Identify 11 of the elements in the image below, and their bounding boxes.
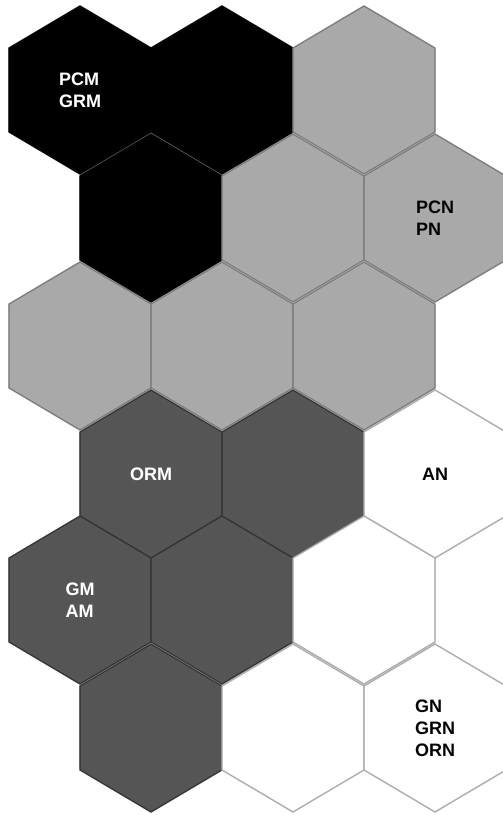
cluster-label: GN [415, 695, 442, 717]
cluster-label: ORM [130, 463, 172, 485]
cluster-label: GRM [59, 90, 101, 112]
cluster-label: GM [66, 578, 94, 600]
cluster-label: ORN [415, 739, 455, 761]
cluster-label: AN [422, 463, 448, 485]
cluster-label: PCM [59, 68, 99, 90]
cluster-label: PCN [416, 196, 454, 218]
cluster-label: GRN [415, 717, 455, 739]
cluster-label: PN [416, 218, 441, 240]
cluster-label: AM [66, 600, 94, 622]
